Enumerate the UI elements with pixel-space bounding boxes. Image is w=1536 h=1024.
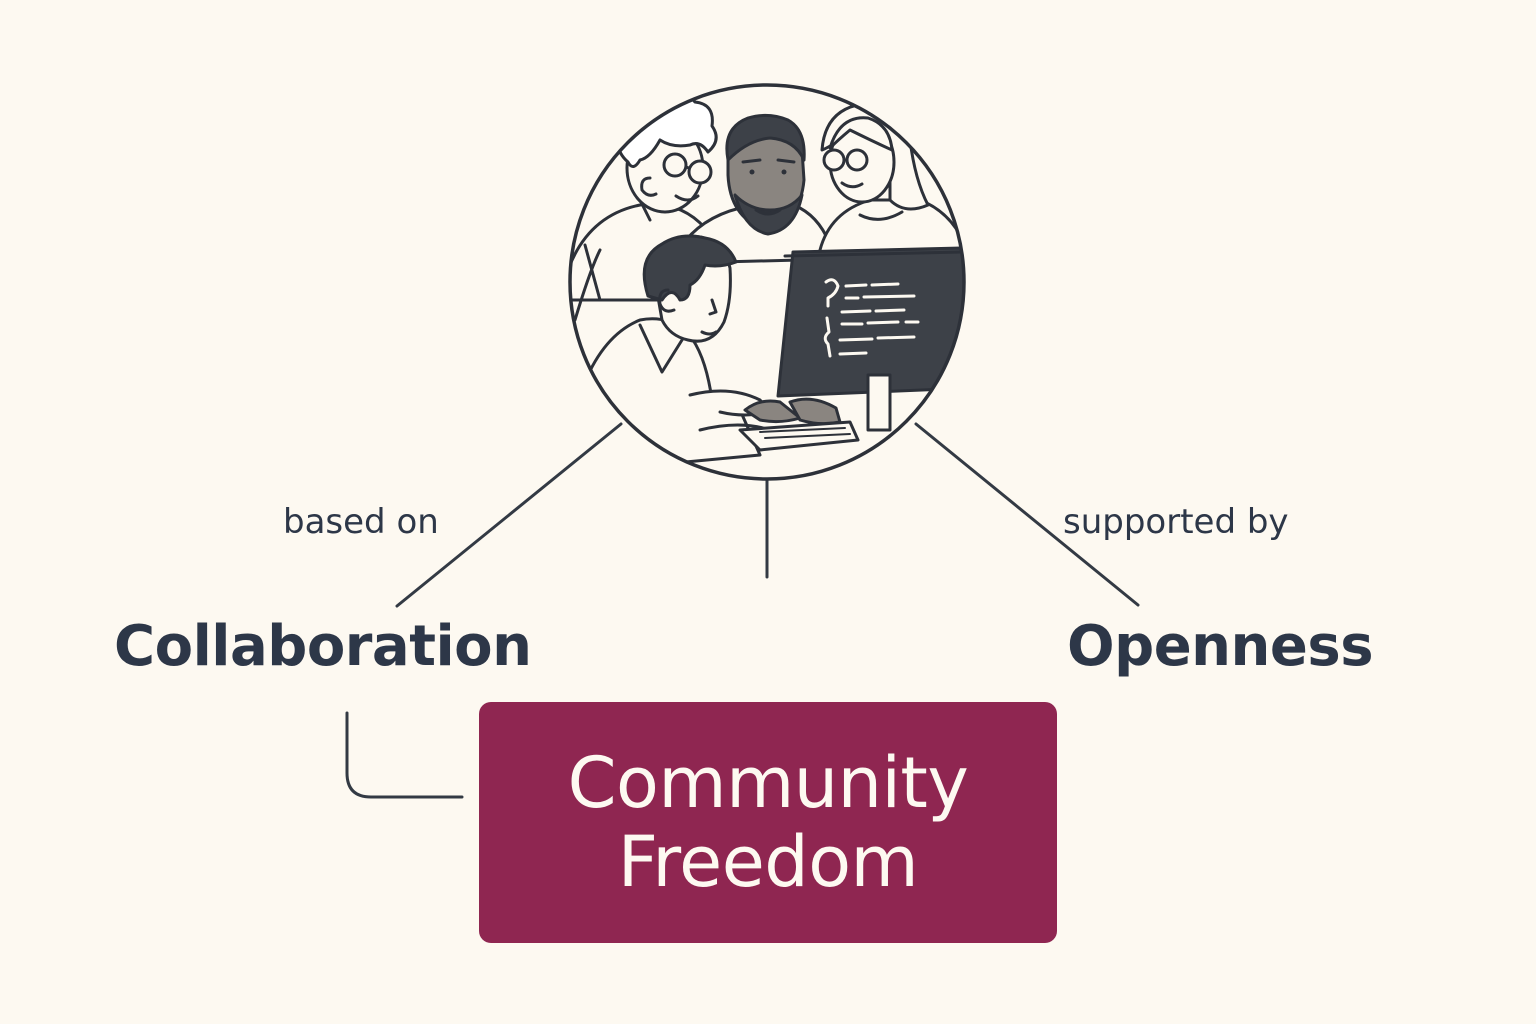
connector-collaboration-to-box (345, 711, 464, 799)
central-concept-line2: Freedom (617, 820, 919, 903)
connector-label-based-on: based on (283, 502, 439, 542)
team-at-computer-icon (570, 85, 964, 479)
computer-monitor-icon (738, 246, 964, 452)
connector-right (914, 422, 1140, 607)
connector-left (395, 422, 623, 608)
concept-collaboration: Collaboration (114, 614, 532, 679)
central-concept-line1: Community (567, 742, 969, 825)
concept-openness: Openness (1067, 614, 1374, 679)
central-concept-box: Community Freedom (479, 702, 1057, 943)
illustration-frame (568, 83, 966, 481)
connector-label-supported-by: supported by (1063, 502, 1289, 542)
